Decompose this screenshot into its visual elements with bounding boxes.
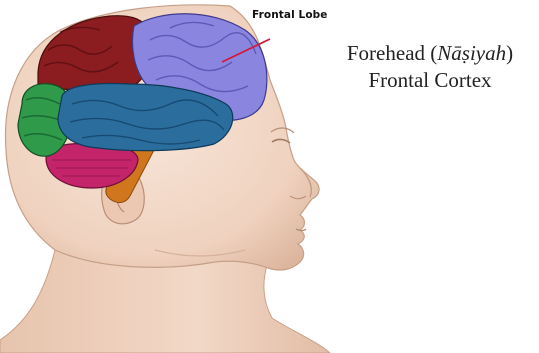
frontal-lobe-label: Frontal Lobe — [252, 9, 327, 21]
caption-line-1-before: Forehead ( — [347, 41, 437, 65]
caption-line-1-after: ) — [506, 41, 513, 65]
caption-line-2: Frontal Cortex — [320, 67, 539, 94]
caption-italic-term: Nāṣiyah — [437, 41, 506, 65]
caption-line-1: Forehead (Nāṣiyah) — [320, 40, 539, 67]
caption: Forehead (Nāṣiyah) Frontal Cortex — [320, 40, 539, 94]
